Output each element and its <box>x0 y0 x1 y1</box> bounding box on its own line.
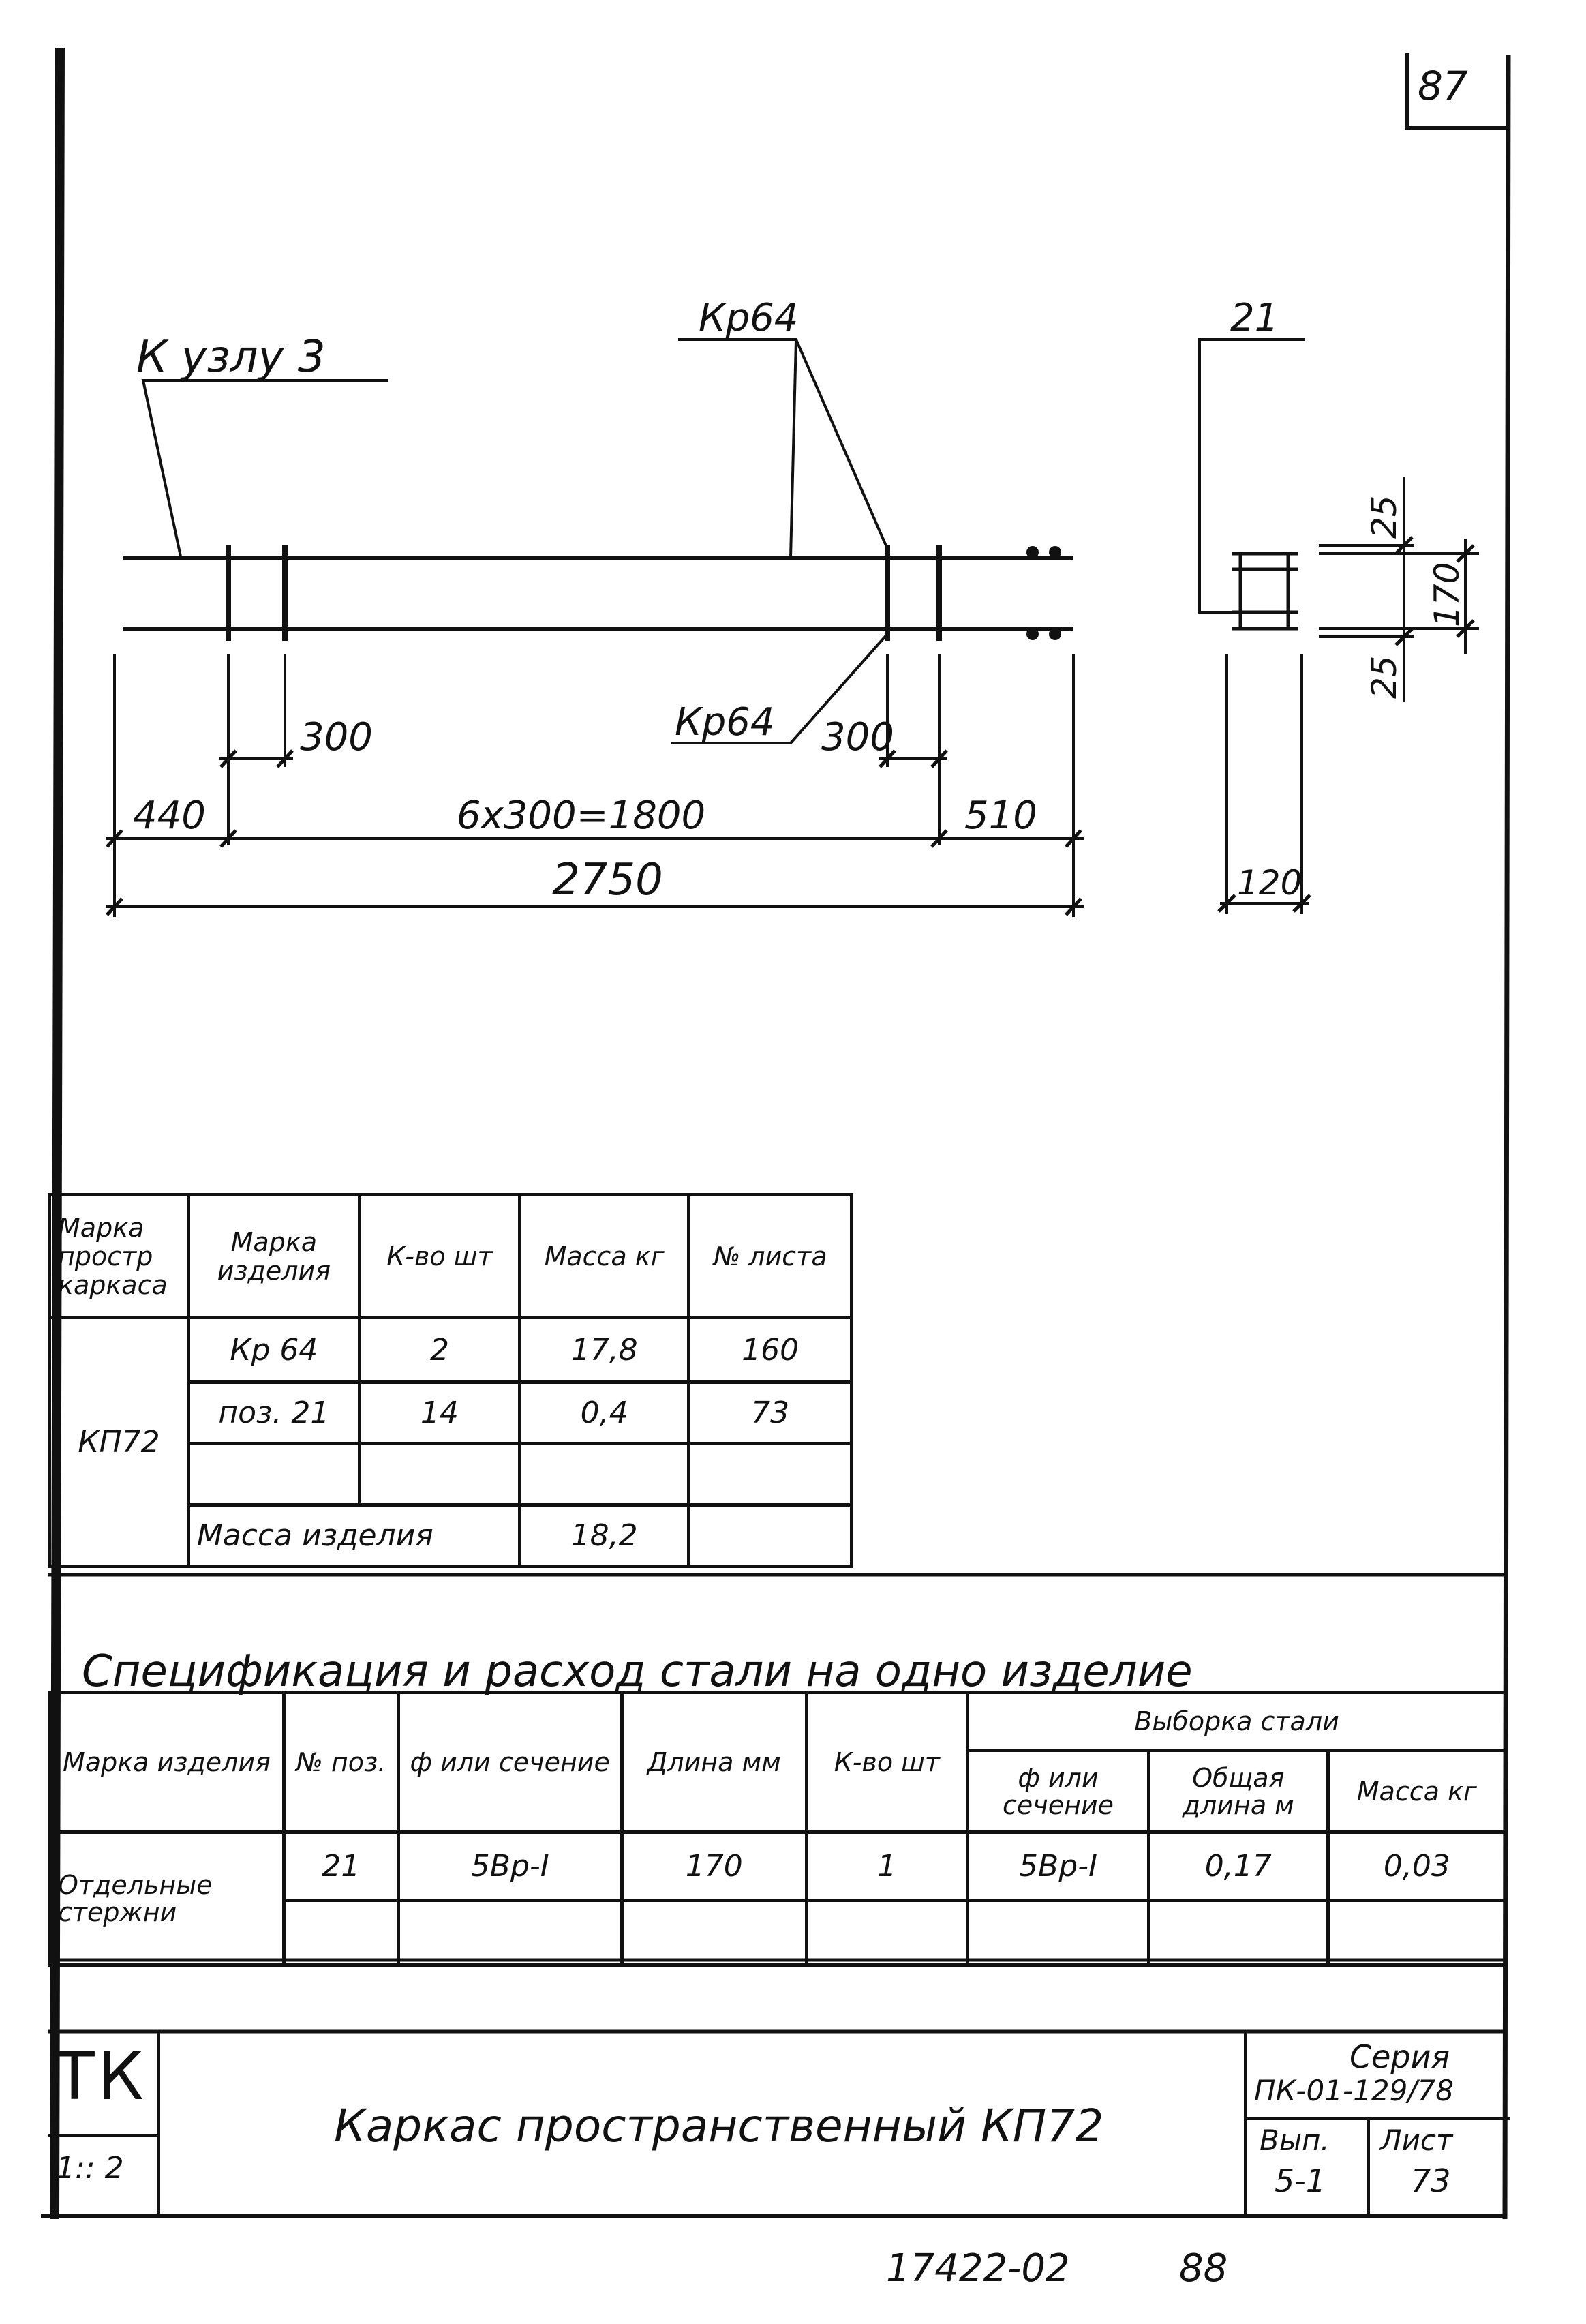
spec-row-sel-mass: 0,03 <box>1326 1830 1508 1902</box>
cross-section <box>1232 552 1298 631</box>
frame-header-item-mark: Марка изделия <box>186 1193 361 1319</box>
callout-bottom-label: Кр64 <box>675 700 775 744</box>
frame-header-mass: Масса кг <box>517 1193 691 1319</box>
frame-total-value: 18,2 <box>517 1503 691 1568</box>
table-row <box>50 1899 1508 1967</box>
callout-leader-bottom <box>671 633 889 744</box>
frame-header-sheet: № листа <box>687 1193 853 1319</box>
series-block: Серия ПК-01-129/78 Вып. 5-1 Лист 73 <box>1244 2032 1510 2216</box>
spec-row-sel-length: 0,17 <box>1146 1830 1330 1902</box>
title-stamp: ТК 1:: 2 <box>48 2032 160 2216</box>
spec-row-diameter: 5Вр-I <box>396 1830 624 1902</box>
spec-header-sel-diameter: ф или сечение <box>966 1749 1150 1834</box>
spec-header-qty: К-во шт <box>804 1691 970 1834</box>
frame-total-empty <box>687 1503 853 1568</box>
callout-leader-top-b <box>795 339 889 549</box>
section-pos-label: 21 <box>1230 296 1279 340</box>
spec-row-mark: Отдельные стержни <box>48 1830 286 1967</box>
dim-440: 440 <box>133 794 206 838</box>
spec-row-sel-diameter: 5Вр-I <box>966 1830 1150 1902</box>
archive-number: 17422-02 <box>886 2246 1070 2291</box>
frame-table: Марка простр каркаса Марка изделия К-во … <box>48 1193 853 1568</box>
dim-300-left: 300 <box>300 715 373 759</box>
frame-row-2-mass: 0,4 <box>517 1380 691 1445</box>
section-25-top: 25 <box>1364 495 1404 539</box>
section-leader <box>1198 338 1305 614</box>
callout-leader-top-a <box>678 338 798 558</box>
spec-header-diameter: ф или сечение <box>396 1691 624 1834</box>
series-value: ПК-01-129/78 <box>1254 2074 1454 2107</box>
table-row: Отдельные стержни 21 5Вр-I 170 1 5Вр-I 0… <box>48 1830 1508 1967</box>
callout-node-label: К узлу 3 <box>136 332 326 382</box>
frame-row-3-item <box>186 1442 361 1507</box>
sheet-value: 73 <box>1411 2162 1451 2199</box>
issue-value: 5-1 <box>1275 2162 1326 2199</box>
frame-row-2-item: поз. 21 <box>186 1380 361 1445</box>
spec-header-sel-mass: Масса кг <box>1326 1749 1508 1834</box>
stirrups <box>226 545 942 641</box>
dim-510: 510 <box>964 794 1037 838</box>
dimension-lines <box>106 757 1084 908</box>
spec-row-length: 170 <box>620 1830 808 1902</box>
spec-header-selection: Выборка стали <box>966 1691 1508 1752</box>
section-dimension-lines <box>1220 477 1479 914</box>
frame-row-3-mass <box>517 1442 691 1507</box>
series-divider <box>1247 2117 1510 2120</box>
extension-lines <box>113 654 1075 917</box>
frame-header-frame-mark: Марка простр каркаса <box>48 1193 190 1319</box>
issue-divider <box>1367 2117 1370 2216</box>
dim-2750: 2750 <box>552 855 663 905</box>
spec-header-pos: № поз. <box>281 1691 400 1834</box>
end-dots <box>1026 546 1061 640</box>
frame-row-2-qty: 14 <box>357 1380 521 1445</box>
spec-row-pos: 21 <box>281 1830 400 1902</box>
dimension-ticks <box>106 749 1082 916</box>
spec-title: Спецификация и расход стали на одно изде… <box>82 1646 1193 1697</box>
frame-mark-cell: КП72 <box>48 1316 190 1568</box>
issue-label: Вып. <box>1260 2124 1330 2157</box>
sheet-label: Лист <box>1380 2124 1453 2157</box>
frame-row-3-sheet <box>687 1442 853 1507</box>
frame-row-1-sheet: 160 <box>687 1316 853 1384</box>
stamp-top-text: ТК <box>55 2038 147 2115</box>
frame-row-3-qty <box>357 1442 521 1507</box>
dim-1800: 6х300=1800 <box>457 794 705 838</box>
footer-page: 88 <box>1179 2246 1228 2291</box>
page-number: 87 <box>1418 63 1468 109</box>
frame-header-qty: К-во шт <box>357 1193 521 1319</box>
callout-leader-node <box>141 379 388 557</box>
section-25-bottom: 25 <box>1364 655 1404 699</box>
callout-top-label: Кр64 <box>699 296 799 340</box>
spec-header-mark: Марка изделия <box>48 1691 286 1834</box>
stamp-bottom-text: 1:: 2 <box>56 2151 124 2186</box>
spec-row-qty: 1 <box>804 1830 970 1902</box>
stamp-divider <box>48 2134 157 2137</box>
section-120: 120 <box>1237 863 1302 903</box>
frame-row-1-item: Кр 64 <box>186 1316 361 1384</box>
spec-table: Марка изделия № поз. ф или сечение Длина… <box>48 1691 1508 1967</box>
dim-300-right: 300 <box>821 715 894 759</box>
frame-row-1-mass: 17,8 <box>517 1316 691 1384</box>
frame-row-1-qty: 2 <box>357 1316 521 1384</box>
spec-header-sel-length: Общая длина м <box>1146 1749 1330 1834</box>
series-label: Серия <box>1349 2038 1450 2075</box>
spec-header-length: Длина мм <box>620 1691 808 1834</box>
frame-row-2-sheet: 73 <box>687 1380 853 1445</box>
drawing-title: Каркас пространственный КП72 <box>334 2100 1104 2152</box>
page-number-box <box>1405 53 1508 130</box>
section-ticks <box>1217 536 1475 913</box>
section-170: 170 <box>1427 562 1467 627</box>
frame-total-label: Масса изделия <box>186 1503 521 1568</box>
